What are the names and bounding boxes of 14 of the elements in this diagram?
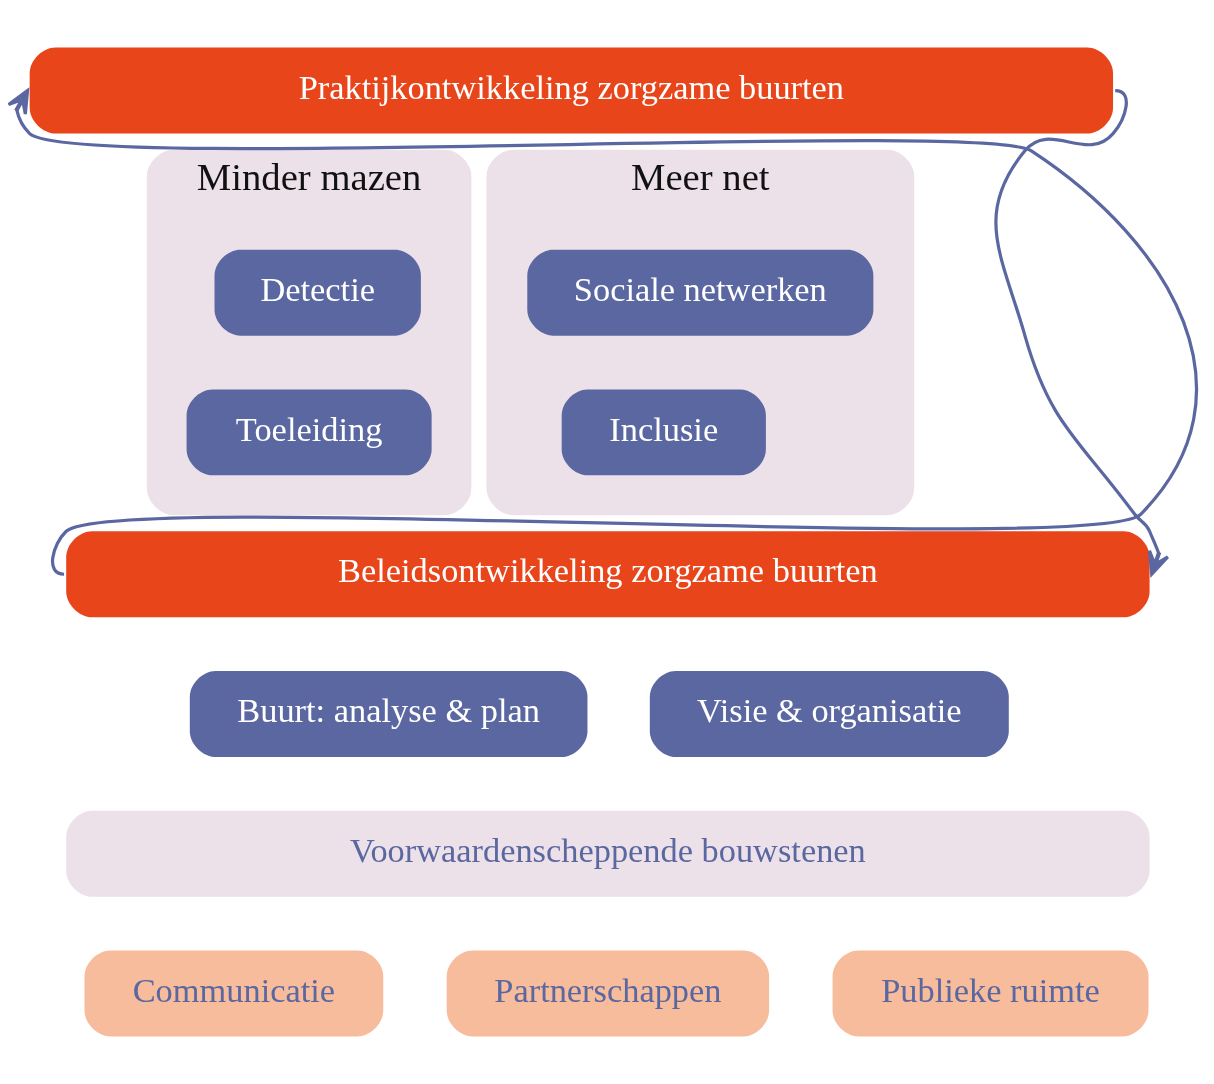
node-box: Praktijkontwikkeling zorgzame buurten [29, 47, 1114, 134]
node-box: Communicatie [84, 950, 384, 1037]
node-box: Beleidsontwikkeling zorgzame buurten [66, 531, 1150, 618]
node-box: Sociale netwerken [527, 249, 874, 336]
arrow [8, 89, 1197, 575]
node-box: Inclusie [561, 389, 766, 476]
node-box: Visie & organisatie [649, 670, 1009, 757]
arrow [994, 89, 1170, 576]
node-box: Voorwaardenscheppende bouwstenen [66, 810, 1150, 897]
node-box: Detectie [214, 249, 421, 336]
node-box: Partnerschappen [446, 950, 770, 1037]
node-box: Publieke ruimte [832, 950, 1149, 1037]
node-box: Buurt: analyse & plan [189, 670, 588, 757]
node-box: Toeleiding [186, 389, 432, 476]
